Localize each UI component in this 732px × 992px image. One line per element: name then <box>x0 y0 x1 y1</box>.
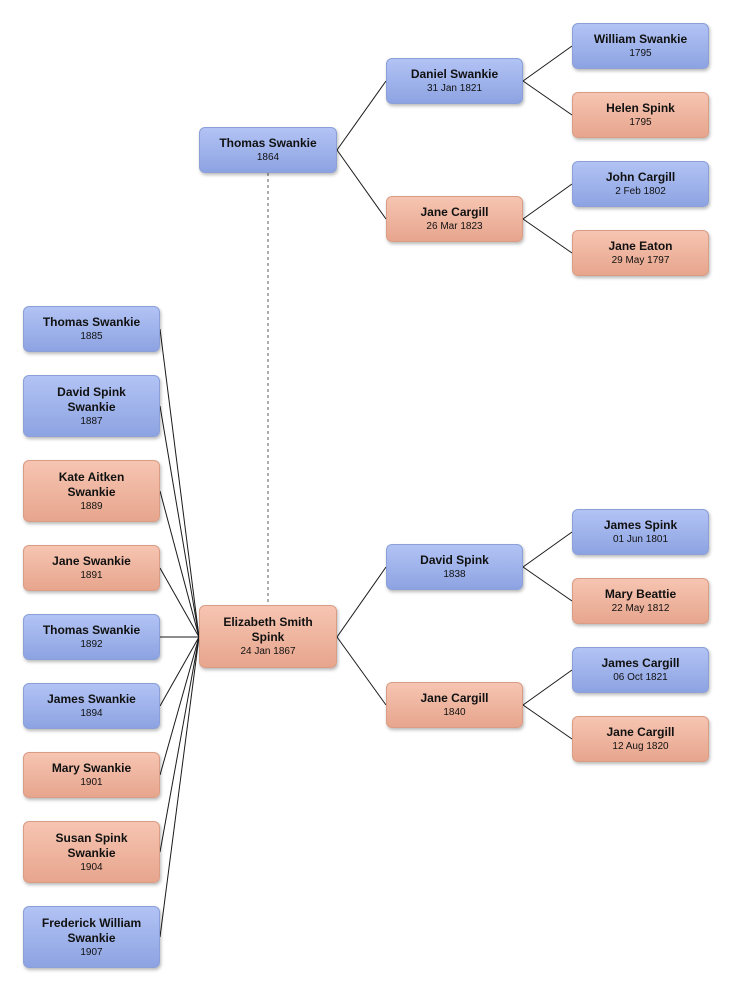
connector-line <box>336 636 387 706</box>
person-card-john-cargill[interactable]: John Cargill 2 Feb 1802 <box>572 161 709 207</box>
connector-line <box>522 566 573 602</box>
person-name: John Cargill <box>605 170 676 184</box>
child-card-susan-spink-swankie[interactable]: Susan Spink Swankie 1904 <box>23 821 160 883</box>
connector-line <box>522 704 573 740</box>
person-date: 24 Jan 1867 <box>240 646 296 657</box>
person-name: Jane Cargill <box>420 691 489 705</box>
connector-line <box>336 149 387 220</box>
person-date: 1889 <box>80 500 103 512</box>
person-card-jane-cargill-1823[interactable]: Jane Cargill 26 Mar 1823 <box>386 196 523 242</box>
person-date: 01 Jun 1801 <box>612 534 669 545</box>
person-date: 1892 <box>80 639 103 650</box>
person-name: Susan Spink Swankie <box>55 830 128 860</box>
person-date: 1904 <box>80 861 103 873</box>
person-name: James Cargill <box>601 656 680 670</box>
person-name: Jane Swankie <box>52 554 131 568</box>
person-date: 1795 <box>629 48 652 59</box>
person-name: Kate Aitken Swankie <box>58 469 125 499</box>
person-name: James Spink <box>603 518 678 532</box>
child-card-thomas-swankie-1892[interactable]: Thomas Swankie 1892 <box>23 614 160 660</box>
person-card-daniel-swankie[interactable]: Daniel Swankie 31 Jan 1821 <box>386 58 523 104</box>
connector-line <box>159 636 200 938</box>
person-date: 26 Mar 1823 <box>426 221 483 232</box>
person-name: David Spink Swankie <box>57 384 126 414</box>
person-date: 1795 <box>629 117 652 128</box>
connector-line <box>336 566 387 638</box>
person-card-elizabeth-smith-spink[interactable]: Elizabeth Smith Spink 24 Jan 1867 <box>199 605 337 668</box>
person-card-jane-cargill-1840[interactable]: Jane Cargill 1840 <box>386 682 523 728</box>
person-name: James Swankie <box>47 692 136 706</box>
person-date: 1887 <box>80 415 103 427</box>
connector-line <box>159 328 200 638</box>
person-card-james-spink[interactable]: James Spink 01 Jun 1801 <box>572 509 709 555</box>
connector-line <box>522 45 573 82</box>
person-name: Helen Spink <box>606 101 675 115</box>
person-date: 1864 <box>256 152 280 163</box>
person-name: William Swankie <box>593 32 688 46</box>
connector-line <box>336 80 387 151</box>
person-name: Frederick William Swankie <box>41 915 142 945</box>
person-card-helen-spink[interactable]: Helen Spink 1795 <box>572 92 709 138</box>
person-card-david-spink[interactable]: David Spink 1838 <box>386 544 523 590</box>
connector-line <box>159 405 200 638</box>
person-date: 29 May 1797 <box>611 255 670 266</box>
connector-line <box>159 490 200 638</box>
person-date: 12 Aug 1820 <box>612 741 669 752</box>
person-card-william-swankie[interactable]: William Swankie 1795 <box>572 23 709 69</box>
person-name: Thomas Swankie <box>42 623 141 637</box>
person-name: Elizabeth Smith Spink <box>223 615 313 644</box>
person-name: Mary Swankie <box>51 761 132 775</box>
child-card-mary-swankie[interactable]: Mary Swankie 1901 <box>23 752 160 798</box>
person-name: Thomas Swankie <box>42 315 141 329</box>
person-date: 22 May 1812 <box>611 603 670 614</box>
person-name: Thomas Swankie <box>219 136 317 150</box>
person-card-james-cargill[interactable]: James Cargill 06 Oct 1821 <box>572 647 709 693</box>
connector-line <box>522 531 573 568</box>
person-card-jane-cargill-1820[interactable]: Jane Cargill 12 Aug 1820 <box>572 716 709 762</box>
connector-line <box>159 636 200 776</box>
person-date: 1901 <box>80 777 103 788</box>
connector-line <box>522 669 573 706</box>
person-date: 31 Jan 1821 <box>426 83 483 94</box>
person-date: 1838 <box>443 569 466 580</box>
person-date: 1891 <box>80 570 103 581</box>
person-date: 2 Feb 1802 <box>615 186 666 197</box>
person-date: 06 Oct 1821 <box>613 672 668 683</box>
child-card-james-swankie[interactable]: James Swankie 1894 <box>23 683 160 729</box>
person-name: Jane Cargill <box>420 205 489 219</box>
person-name: Jane Cargill <box>606 725 675 739</box>
connector-line <box>522 183 573 220</box>
person-date: 1907 <box>80 946 103 958</box>
child-card-david-spink-swankie[interactable]: David Spink Swankie 1887 <box>23 375 160 437</box>
connector-line <box>159 567 200 638</box>
person-date: 1885 <box>80 331 103 342</box>
child-card-kate-aitken-swankie[interactable]: Kate Aitken Swankie 1889 <box>23 460 160 522</box>
connector-line <box>522 218 573 254</box>
person-card-thomas-swankie-1864[interactable]: Thomas Swankie 1864 <box>199 127 337 173</box>
child-card-frederick-william-swankie[interactable]: Frederick William Swankie 1907 <box>23 906 160 968</box>
person-name: Jane Eaton <box>608 239 673 253</box>
person-name: Daniel Swankie <box>410 67 499 81</box>
person-card-jane-eaton[interactable]: Jane Eaton 29 May 1797 <box>572 230 709 276</box>
connector-line <box>522 80 573 116</box>
child-card-thomas-swankie-1885[interactable]: Thomas Swankie 1885 <box>23 306 160 352</box>
person-card-mary-beattie[interactable]: Mary Beattie 22 May 1812 <box>572 578 709 624</box>
person-name: Mary Beattie <box>604 587 677 601</box>
connector-line <box>159 636 200 853</box>
person-date: 1840 <box>443 707 466 718</box>
connector-line <box>159 636 200 707</box>
person-name: David Spink <box>420 553 489 567</box>
person-date: 1894 <box>80 708 103 719</box>
child-card-jane-swankie[interactable]: Jane Swankie 1891 <box>23 545 160 591</box>
